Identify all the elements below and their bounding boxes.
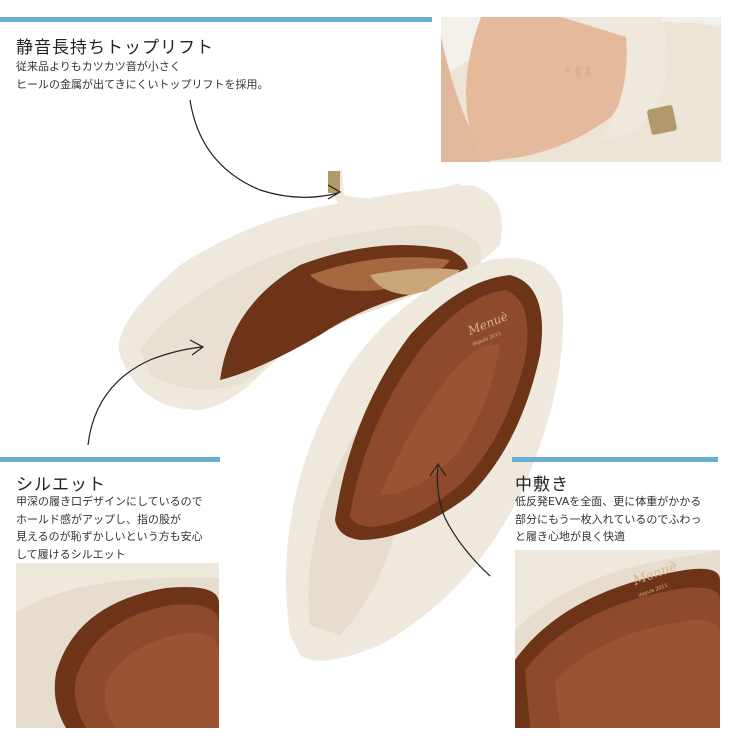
insole-line-2: 部分にもう一枚入れているのでふわっ [515,512,702,526]
svg-text:III: III [563,66,571,73]
silhouette-line-3: 見えるのが恥ずかしいという方も安心 [16,530,203,543]
svg-text:IIIIII: IIIIII [573,66,582,78]
toplift-closeup-photo: III IIIIII IIIII [441,17,721,162]
insole-title: 中敷き [515,475,569,495]
curved-arrow-icon [189,99,342,200]
silhouette-closeup-photo [16,563,219,728]
silhouette-accent-bar [0,457,220,462]
silhouette-line-4: して履けるシルエット [16,547,126,561]
silhouette-line-2: ホールド感がアップし、指の股が [16,512,181,526]
curved-arrow-icon [429,462,491,577]
silhouette-title: シルエット [16,475,106,495]
insole-line-3: と履き心地が良く快適 [515,530,625,543]
insole-line-1: 低反発EVAを全面、更に体重がかかる [515,495,702,508]
silhouette-description: 甲深の履き口デザインにしているので ホールド感がアップし、指の股が 見えるのが恥… [16,493,203,563]
toplift-description: 従来品よりもカツカツ音が小さく ヒールの金属が出てきにくいトップリフトを採用。 [16,58,268,93]
toplift-title: 静音長持ちトップリフト [16,38,214,58]
insole-closeup-photo: Menuè depuis 2011 [515,550,720,728]
pumps-main-photo: Menuè depuis 2011 [80,165,580,725]
toplift-line-2: ヒールの金属が出てきにくいトップリフトを採用。 [16,77,269,91]
toplift-line-1: 従来品よりもカツカツ音が小さく [16,60,181,73]
svg-text:IIIII: IIIII [583,66,591,76]
curved-arrow-icon [87,339,205,446]
insole-description: 低反発EVAを全面、更に体重がかかる 部分にもう一枚入れているのでふわっ と履き… [515,493,701,546]
toplift-accent-bar [0,17,432,22]
insole-accent-bar [512,457,718,462]
silhouette-line-1: 甲深の履き口デザインにしているので [16,495,203,508]
